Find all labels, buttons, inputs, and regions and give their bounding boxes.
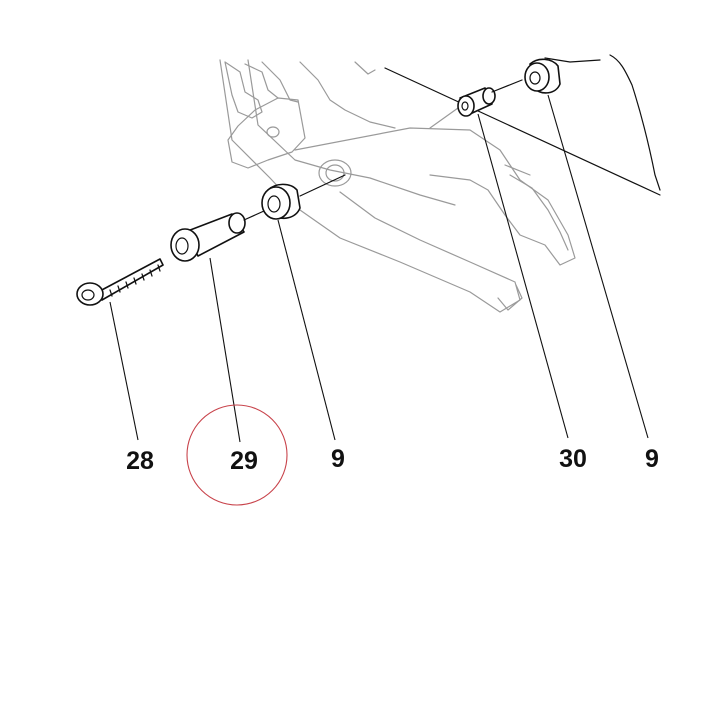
bracket-assembly-ghost	[219, 59, 576, 313]
callout-29: 29	[230, 447, 258, 475]
callout-28: 28	[126, 447, 154, 475]
bushing-part-9-left	[261, 174, 346, 220]
bushing-part-9-right	[524, 58, 561, 94]
leader-lines	[109, 94, 649, 443]
callout-9-right: 9	[645, 445, 659, 473]
frame-edge	[384, 54, 661, 196]
sleeve-part-29	[170, 205, 276, 262]
callout-30: 30	[559, 445, 587, 473]
leader-9-right	[547, 94, 649, 439]
leader-29	[209, 257, 241, 443]
callout-9-left: 9	[331, 445, 345, 473]
highlight-circle	[186, 404, 288, 506]
bolt-part-28	[76, 258, 164, 306]
leader-30	[477, 113, 569, 439]
spacer-part-30	[457, 79, 523, 117]
leader-28	[109, 301, 139, 441]
callout-labels: 28 29 9 30 9	[126, 445, 659, 475]
leader-9-left	[277, 219, 336, 441]
